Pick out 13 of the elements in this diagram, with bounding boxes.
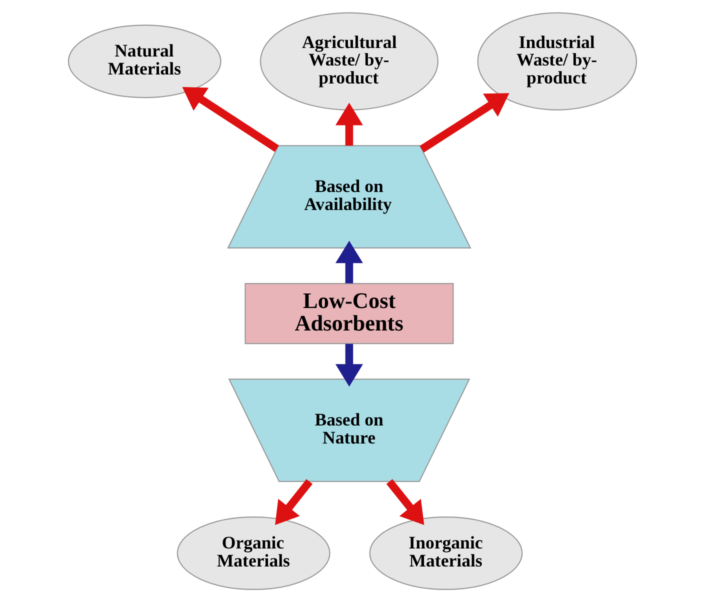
arrow bbox=[182, 86, 279, 152]
arrow bbox=[275, 479, 313, 526]
arrow bbox=[335, 344, 363, 387]
arrow bbox=[335, 240, 363, 284]
arrow bbox=[335, 102, 363, 146]
arrow bbox=[386, 479, 424, 525]
node-ellipse: Industrial Waste/ by-product bbox=[477, 12, 638, 110]
node-ellipse: Agricultural Waste/ by-product bbox=[260, 12, 438, 110]
node-ellipse: Organic Materials bbox=[176, 516, 330, 590]
node-ellipse: Inorganic Materials bbox=[369, 516, 523, 590]
node-box: Low-Cost Adsorbents bbox=[244, 283, 454, 344]
arrow bbox=[420, 93, 510, 152]
node-ellipse: Natural Materials bbox=[68, 24, 222, 98]
